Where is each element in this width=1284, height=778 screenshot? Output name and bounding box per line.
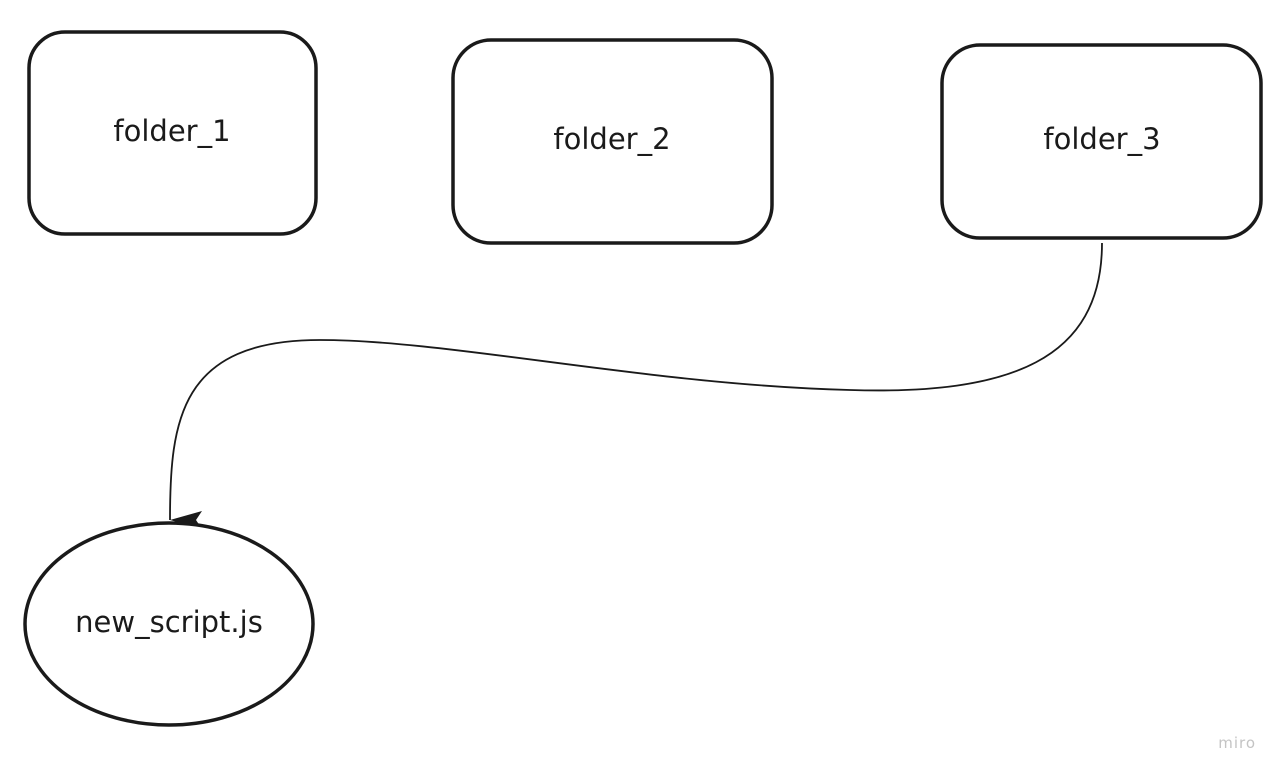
folder-1-label: folder_1 <box>113 114 230 148</box>
folder-2-box <box>451 38 774 245</box>
folder-3-label: folder_3 <box>1043 122 1160 156</box>
folder-1-node[interactable]: folder_1 <box>27 30 318 236</box>
folder-2-node[interactable]: folder_2 <box>451 38 774 245</box>
new-script-ellipse <box>23 521 315 727</box>
new-script-node[interactable]: new_script.js <box>23 521 315 727</box>
folder-3-node[interactable]: folder_3 <box>940 43 1263 240</box>
folder-2-label: folder_2 <box>553 122 670 156</box>
miro-watermark: miro <box>1218 734 1256 752</box>
new-script-label: new_script.js <box>75 605 263 639</box>
folder-3-box <box>940 43 1263 240</box>
folder-1-box <box>27 30 318 236</box>
edge-folder-3-to-new-script[interactable] <box>169 242 1103 530</box>
